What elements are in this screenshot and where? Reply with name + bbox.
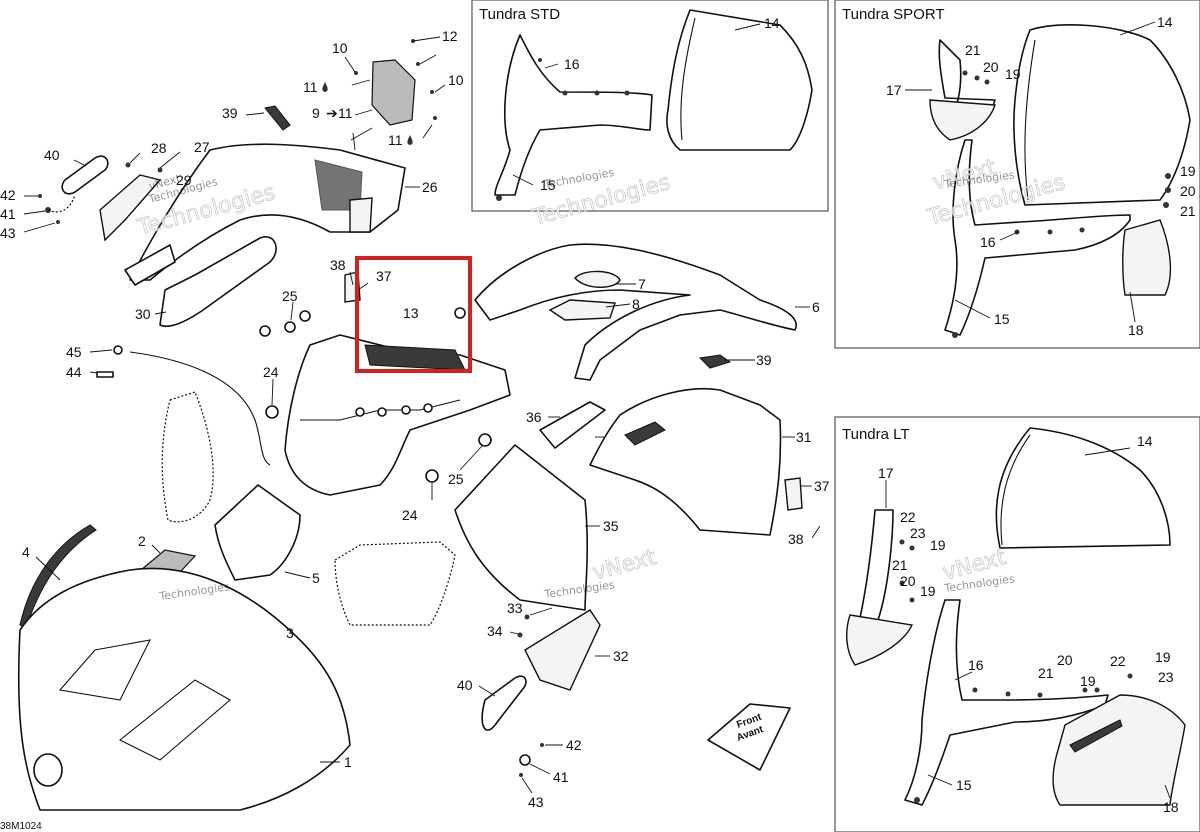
lt-label-17: 17	[878, 465, 894, 481]
label-11a: 11	[303, 79, 318, 95]
lubricant-drop-icon	[322, 82, 328, 92]
label-37b: 37	[814, 478, 830, 494]
sport-label-20a: 20	[983, 59, 999, 75]
lt-label-19c: 19	[1155, 649, 1171, 665]
front-arrow-shape	[707, 703, 791, 771]
lubricant-drop-icon-2	[407, 135, 413, 145]
label-9: 9	[312, 105, 320, 121]
lt-label-19d: 19	[1080, 673, 1096, 689]
label-33: 33	[507, 600, 523, 616]
label-35: 35	[603, 518, 619, 534]
label-43a: 43	[0, 225, 16, 241]
label-27: 27	[194, 139, 210, 155]
label-42b: 42	[566, 737, 582, 753]
highlight-box	[355, 256, 472, 373]
label-26: 26	[422, 179, 438, 195]
label-40b: 40	[457, 677, 473, 693]
inset-frame-lt	[834, 416, 1200, 832]
label-1: 1	[344, 754, 352, 770]
label-32: 32	[613, 648, 629, 664]
label-24b: 24	[402, 507, 418, 523]
lt-label-21b: 21	[1038, 665, 1054, 681]
label-10a: 10	[332, 40, 348, 56]
label-42a: 42	[0, 187, 16, 203]
lt-label-15: 15	[956, 777, 972, 793]
label-37a: 37	[376, 268, 392, 284]
label-11b: 11	[338, 105, 353, 121]
label-7: 7	[638, 276, 646, 292]
label-28: 28	[151, 140, 167, 156]
sport-label-14: 14	[1157, 14, 1173, 30]
lt-label-23b: 23	[1158, 669, 1174, 685]
label-45: 45	[66, 344, 82, 360]
sport-label-21a: 21	[965, 42, 981, 58]
label-12: 12	[442, 28, 458, 44]
main-parts	[17, 36, 821, 811]
sport-label-20b: 20	[1180, 183, 1196, 199]
label-40a: 40	[44, 147, 60, 163]
sport-label-18: 18	[1128, 322, 1144, 338]
lt-label-20a: 20	[900, 573, 916, 589]
sport-parts	[905, 21, 1191, 338]
label-13: 13	[403, 305, 419, 321]
sport-label-19a: 19	[1005, 66, 1021, 82]
label-41a: 41	[0, 206, 16, 222]
sport-label-17: 17	[886, 82, 902, 98]
label-11c: 11	[388, 132, 403, 148]
label-34: 34	[487, 623, 503, 639]
lt-label-19a: 19	[930, 537, 946, 553]
label-6: 6	[812, 299, 820, 315]
label-39a: 39	[222, 105, 238, 121]
std-label-16: 16	[564, 56, 580, 72]
lt-label-22b: 22	[1110, 653, 1126, 669]
lt-label-14: 14	[1137, 433, 1153, 449]
lt-label-22a: 22	[900, 509, 916, 525]
figure-code: 38M1024	[0, 821, 42, 832]
inset-title-lt: Tundra LT	[842, 426, 910, 443]
inset-frame-sport	[834, 0, 1200, 349]
label-25a: 25	[282, 288, 298, 304]
label-38a: 38	[330, 257, 346, 273]
label-44: 44	[66, 364, 82, 380]
std-label-14: 14	[764, 15, 780, 31]
label-41b: 41	[553, 769, 569, 785]
lt-label-18: 18	[1163, 799, 1179, 815]
label-24a: 24	[263, 364, 279, 380]
sport-label-16: 16	[980, 234, 996, 250]
label-25b: 25	[448, 471, 464, 487]
label-36: 36	[526, 409, 542, 425]
inset-frame-std	[471, 0, 829, 212]
lt-label-20b: 20	[1057, 652, 1073, 668]
std-parts	[494, 9, 813, 201]
label-10b: 10	[448, 72, 464, 88]
lt-label-19b: 19	[920, 583, 936, 599]
lt-label-23a: 23	[910, 525, 926, 541]
label-38b: 38	[788, 531, 804, 547]
lt-label-16: 16	[968, 657, 984, 673]
inset-title-sport: Tundra SPORT	[842, 6, 945, 23]
label-4: 4	[22, 544, 30, 560]
lt-parts	[846, 427, 1186, 806]
inset-title-std: Tundra STD	[479, 6, 560, 23]
label-2: 2	[138, 533, 146, 549]
std-label-15: 15	[540, 177, 556, 193]
label-29: 29	[176, 172, 192, 188]
sport-label-15: 15	[994, 311, 1010, 327]
label-30: 30	[135, 306, 151, 322]
label-3: 3	[286, 625, 294, 641]
label-39b: 39	[756, 352, 772, 368]
label-5: 5	[312, 570, 320, 586]
label-43b: 43	[528, 794, 544, 810]
label-31: 31	[796, 429, 812, 445]
sport-label-19b: 19	[1180, 163, 1196, 179]
sport-label-21b: 21	[1180, 203, 1196, 219]
arrow-icon: ➔	[326, 105, 338, 121]
label-8: 8	[632, 296, 640, 312]
lt-label-21a: 21	[892, 557, 908, 573]
